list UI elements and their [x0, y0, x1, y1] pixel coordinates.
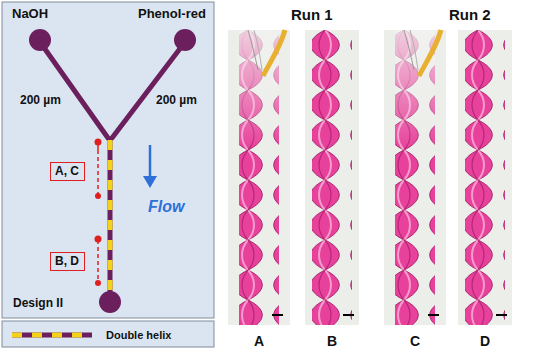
run-label: Run 2 [449, 6, 491, 23]
observation-markers [95, 139, 102, 287]
legend-sample [12, 330, 92, 340]
photo-d [458, 30, 512, 325]
photo-a [228, 30, 290, 325]
photo-c [384, 30, 446, 325]
panel-letter: A [254, 333, 264, 349]
panel-letter: D [480, 333, 490, 349]
design-label: Design II [13, 296, 63, 310]
position-label: B, D [55, 254, 80, 268]
position-box: B, D [50, 252, 85, 271]
legend-row: Double helix [4, 323, 212, 346]
flow-label: Flow [148, 198, 184, 216]
channel-width: 200 µm [156, 93, 197, 107]
photo-b [305, 30, 359, 325]
run-label: Run 1 [291, 6, 333, 23]
legend-text: Double helix [106, 329, 171, 341]
position-label: A, C [55, 164, 80, 178]
schematic-panel [2, 2, 214, 318]
position-box: A, C [50, 162, 85, 181]
channel-design [29, 29, 196, 313]
panel-letter: C [410, 333, 420, 349]
legend-panel [2, 321, 214, 347]
reservoir-label: Phenol-red [138, 6, 206, 21]
panel-letter: B [327, 333, 337, 349]
flow-arrow [143, 145, 157, 188]
reservoir-label: NaOH [12, 6, 48, 21]
channel-width: 200 µm [20, 93, 61, 107]
